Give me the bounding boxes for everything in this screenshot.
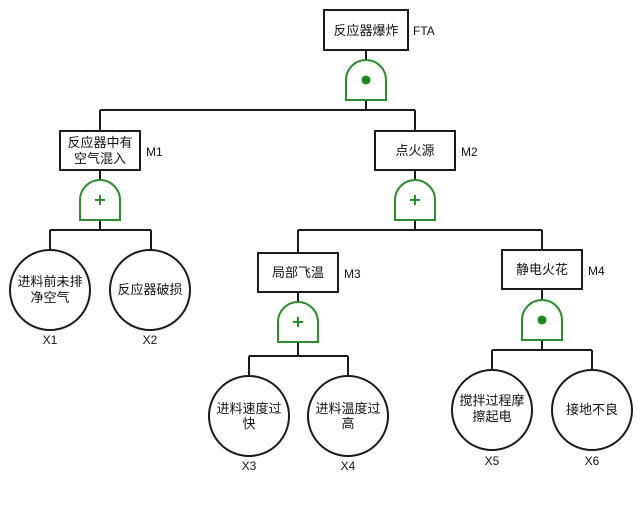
basic-event-id: X5: [485, 454, 500, 468]
or-gate-m3: +: [277, 301, 319, 343]
basic-event-x5[interactable]: 搅拌过程摩 擦起电 X5: [451, 369, 533, 468]
event-id: M1: [146, 145, 163, 159]
basic-event-x2[interactable]: 反应器破损 X2: [109, 249, 191, 347]
and-gate-dot-icon: [537, 315, 547, 325]
basic-event-id: X4: [341, 459, 356, 473]
event-label: 点火源: [395, 144, 434, 159]
basic-event-id: X2: [143, 333, 158, 347]
basic-event-x4[interactable]: 进料温度过 高 X4: [307, 375, 389, 473]
event-label: 反应器爆炸: [333, 23, 398, 39]
basic-event-label-line1: 进料温度过: [315, 401, 380, 417]
event-id: M3: [344, 267, 361, 281]
event-m1[interactable]: 反应器中有 空气混入 M1: [59, 130, 163, 171]
basic-event-circle: [9, 249, 91, 331]
event-box: [323, 9, 409, 51]
basic-event-id: X1: [43, 333, 58, 347]
basic-event-label-line2: 快: [242, 417, 255, 432]
and-gate-dot-icon: [361, 75, 371, 85]
basic-event-x6[interactable]: 接地不良 X6: [551, 369, 633, 468]
event-label: 局部飞温: [272, 266, 324, 281]
event-m2[interactable]: 点火源 M2: [374, 130, 478, 171]
basic-event-circle: [208, 375, 290, 457]
event-m4[interactable]: 静电火花 M4: [501, 249, 605, 290]
or-gate-plus-icon: +: [291, 312, 304, 331]
event-box: [374, 130, 456, 171]
event-box: [257, 252, 339, 293]
basic-event-circle: [307, 375, 389, 457]
event-top[interactable]: 反应器爆炸 FTA: [323, 9, 435, 51]
event-id: M4: [588, 264, 605, 278]
event-label-line2: 空气混入: [74, 151, 126, 167]
or-gate-m2: +: [394, 179, 436, 221]
basic-event-label-line2: 净空气: [30, 290, 69, 306]
event-label-line1: 反应器中有: [67, 135, 132, 151]
basic-event-label: 反应器破损: [117, 282, 182, 298]
basic-event-label-line2: 高: [341, 416, 354, 432]
event-id: M2: [461, 145, 478, 159]
or-gate-plus-icon: +: [408, 190, 421, 209]
basic-event-label-line2: 擦起电: [472, 410, 511, 425]
basic-event-circle: [109, 249, 191, 331]
or-gate-plus-icon: +: [93, 190, 106, 209]
basic-event-circle: [451, 369, 533, 451]
event-id: FTA: [413, 24, 435, 38]
basic-event-circle: [551, 369, 633, 451]
event-label: 静电火花: [516, 262, 568, 278]
connectors: [49, 50, 593, 377]
basic-event-label-line1: 搅拌过程摩: [459, 393, 524, 409]
and-gate-m4: [521, 299, 563, 341]
event-box: [59, 130, 141, 171]
or-gate-m1: +: [79, 179, 121, 221]
event-m3[interactable]: 局部飞温 M3: [257, 252, 361, 293]
event-box: [501, 249, 583, 290]
basic-event-id: X3: [242, 459, 257, 473]
basic-event-label: 接地不良: [566, 402, 618, 418]
basic-event-label-line1: 进料速度过: [216, 401, 281, 417]
basic-event-x1[interactable]: 进料前未排 净空气 X1: [9, 249, 91, 347]
basic-event-x3[interactable]: 进料速度过 快 X3: [208, 375, 290, 473]
basic-event-label-line1: 进料前未排: [17, 274, 82, 290]
basic-event-id: X6: [585, 454, 600, 468]
and-gate-top: [345, 59, 387, 101]
